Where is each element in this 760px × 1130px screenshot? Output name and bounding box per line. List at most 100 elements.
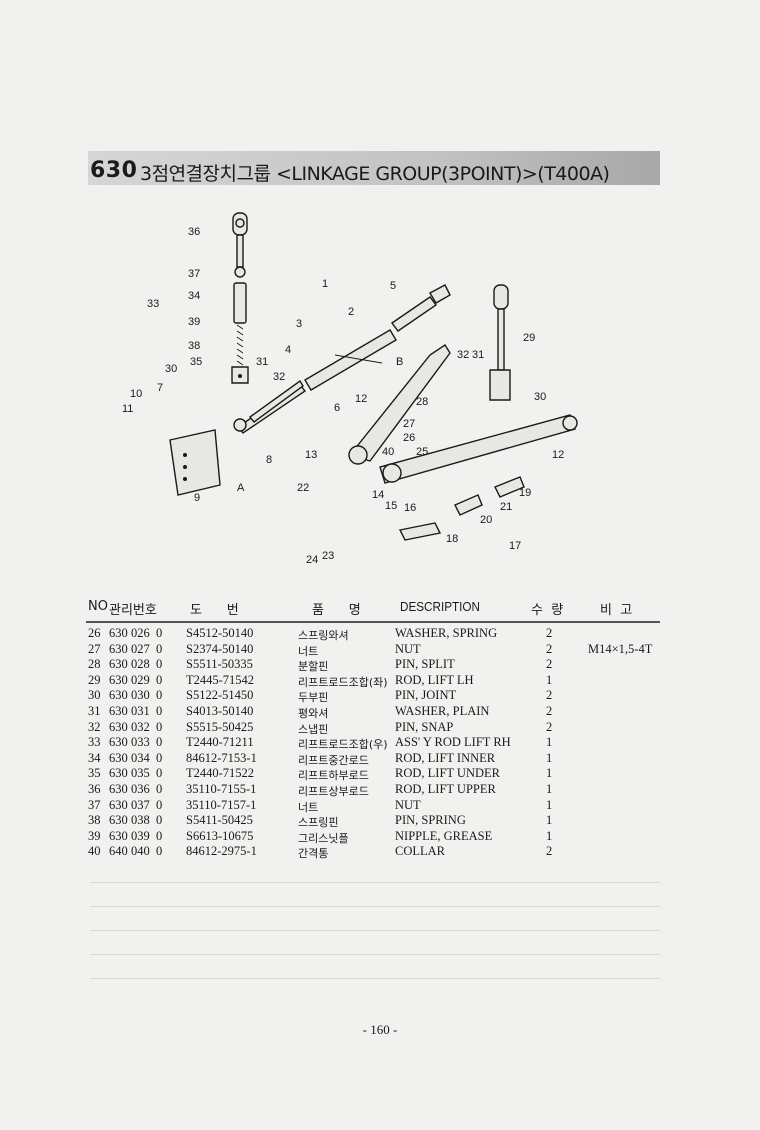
row-no: 40 bbox=[88, 844, 101, 859]
callout-label: 21 bbox=[500, 501, 512, 513]
row-seq: 039 bbox=[131, 828, 150, 843]
row-description: WASHER, PLAIN bbox=[395, 703, 490, 718]
row-quantity: 1 bbox=[546, 766, 553, 781]
row-korean-name: 분할핀 bbox=[298, 660, 329, 674]
row-version: 0 bbox=[156, 703, 163, 718]
row-version: 0 bbox=[156, 641, 163, 656]
callout-label: 2 bbox=[348, 306, 354, 318]
table-row: 29 630 029 0 T2445-71542 리프트로드조합(좌) ROD,… bbox=[0, 673, 760, 689]
row-version: 0 bbox=[156, 828, 163, 843]
row-korean-name: 리프트로드조합(우) bbox=[298, 738, 388, 752]
callout-label: 30 bbox=[165, 363, 177, 375]
row-quantity: 1 bbox=[546, 813, 553, 828]
table-row: 38 630 038 0 S5411-50425 스프링핀 PIN, SPRIN… bbox=[0, 813, 760, 829]
table-row: 28 630 028 0 S5511-50335 분할핀 PIN, SPLIT … bbox=[0, 657, 760, 673]
callout-label: 31 bbox=[472, 349, 484, 361]
row-seq: 036 bbox=[131, 781, 150, 796]
table-row: 32 630 032 0 S5515-50425 스냅핀 PIN, SNAP 2 bbox=[0, 720, 760, 736]
callout-label: 9 bbox=[194, 492, 200, 504]
row-no: 35 bbox=[88, 766, 101, 781]
row-korean-name: 스냅핀 bbox=[298, 722, 329, 736]
row-group: 630 bbox=[109, 641, 128, 656]
row-version: 0 bbox=[156, 813, 163, 828]
row-seq: 028 bbox=[131, 657, 150, 672]
row-part-number: T2445-71542 bbox=[186, 672, 255, 687]
header-part-name: 품 명 bbox=[312, 603, 361, 618]
row-part-number: S2374-50140 bbox=[186, 641, 254, 656]
row-korean-name: 스프링핀 bbox=[298, 816, 339, 830]
callout-label: 31 bbox=[256, 356, 268, 368]
row-quantity: 1 bbox=[546, 828, 553, 843]
row-no: 31 bbox=[88, 703, 101, 718]
row-quantity: 1 bbox=[546, 750, 553, 765]
row-description: PIN, SPRING bbox=[395, 813, 466, 828]
table-row: 33 630 033 0 T2440-71211 리프트로드조합(우) ASS'… bbox=[0, 735, 760, 751]
callout-label: 37 bbox=[188, 268, 200, 280]
row-version: 0 bbox=[156, 735, 163, 750]
row-seq: 040 bbox=[131, 844, 150, 859]
callout-label: 4 bbox=[285, 344, 291, 356]
row-group: 630 bbox=[109, 719, 128, 734]
callout-label: 34 bbox=[188, 290, 200, 302]
section-code: 630 bbox=[90, 158, 138, 183]
row-part-number: S5411-50425 bbox=[186, 813, 253, 828]
table-row: 40 640 040 0 84612-2975-1 간격통 COLLAR 2 bbox=[0, 844, 760, 860]
row-description: PIN, SPLIT bbox=[395, 657, 455, 672]
table-row: 30 630 030 0 S5122-51450 두부핀 PIN, JOINT … bbox=[0, 688, 760, 704]
row-remarks: M14×1,5-4T bbox=[588, 641, 653, 656]
row-quantity: 2 bbox=[546, 626, 553, 640]
callout-label: 5 bbox=[390, 280, 396, 292]
callout-label: 12 bbox=[552, 449, 564, 461]
row-version: 0 bbox=[156, 688, 163, 703]
row-quantity: 2 bbox=[546, 719, 553, 734]
blank-row-line bbox=[90, 930, 660, 931]
callout-label: A bbox=[237, 482, 245, 494]
callout-label: 40 bbox=[382, 446, 394, 458]
row-no: 28 bbox=[88, 657, 101, 672]
row-version: 0 bbox=[156, 657, 163, 672]
callout-label: 18 bbox=[446, 533, 458, 545]
callout-label: 13 bbox=[305, 449, 317, 461]
row-quantity: 1 bbox=[546, 797, 553, 812]
callout-label: 30 bbox=[534, 391, 546, 403]
bracket-part-9 bbox=[169, 429, 221, 496]
row-group: 640 bbox=[109, 844, 128, 859]
row-group: 630 bbox=[109, 703, 128, 718]
callout-label: 38 bbox=[188, 340, 200, 352]
header-quantity: 수 량 bbox=[531, 603, 564, 618]
row-part-number: S5511-50335 bbox=[186, 657, 253, 672]
header-description: DESCRIPTION bbox=[400, 599, 480, 614]
top-link-assembly bbox=[248, 284, 451, 423]
callout-label: 7 bbox=[157, 382, 163, 394]
row-description: COLLAR bbox=[395, 844, 445, 859]
callout-label: 19 bbox=[519, 487, 531, 499]
callout-label: 20 bbox=[480, 514, 492, 526]
callout-label: 3 bbox=[296, 318, 302, 330]
table-row: 35 630 035 0 T2440-71522 리프트하부로드 ROD, LI… bbox=[0, 766, 760, 782]
row-description: ASS' Y ROD LIFT RH bbox=[395, 735, 511, 750]
row-korean-name: 리프트상부로드 bbox=[298, 784, 369, 798]
row-no: 29 bbox=[88, 672, 101, 687]
row-description: ROD, LIFT UNDER bbox=[395, 766, 500, 781]
callout-label: B bbox=[396, 356, 403, 368]
row-korean-name: 너트 bbox=[298, 800, 319, 814]
row-group: 630 bbox=[109, 626, 128, 640]
row-quantity: 1 bbox=[546, 781, 553, 796]
row-part-number: S5122-51450 bbox=[186, 688, 254, 703]
callout-label: 39 bbox=[188, 316, 200, 328]
row-no: 38 bbox=[88, 813, 101, 828]
row-version: 0 bbox=[156, 626, 163, 640]
row-no: 37 bbox=[88, 797, 101, 812]
header-no: NO bbox=[88, 599, 108, 614]
page-number: - 160 - bbox=[362, 1022, 398, 1037]
row-no: 33 bbox=[88, 735, 101, 750]
row-part-number: S5515-50425 bbox=[186, 719, 254, 734]
blank-row-line bbox=[90, 954, 660, 955]
row-group: 630 bbox=[109, 735, 128, 750]
callout-label: 24 bbox=[306, 554, 318, 565]
row-part-number: T2440-71211 bbox=[186, 735, 254, 750]
callout-label: 33 bbox=[147, 298, 159, 310]
row-description: ROD, LIFT LH bbox=[395, 672, 474, 687]
row-no: 32 bbox=[88, 719, 101, 734]
row-description: PIN, SNAP bbox=[395, 719, 454, 734]
